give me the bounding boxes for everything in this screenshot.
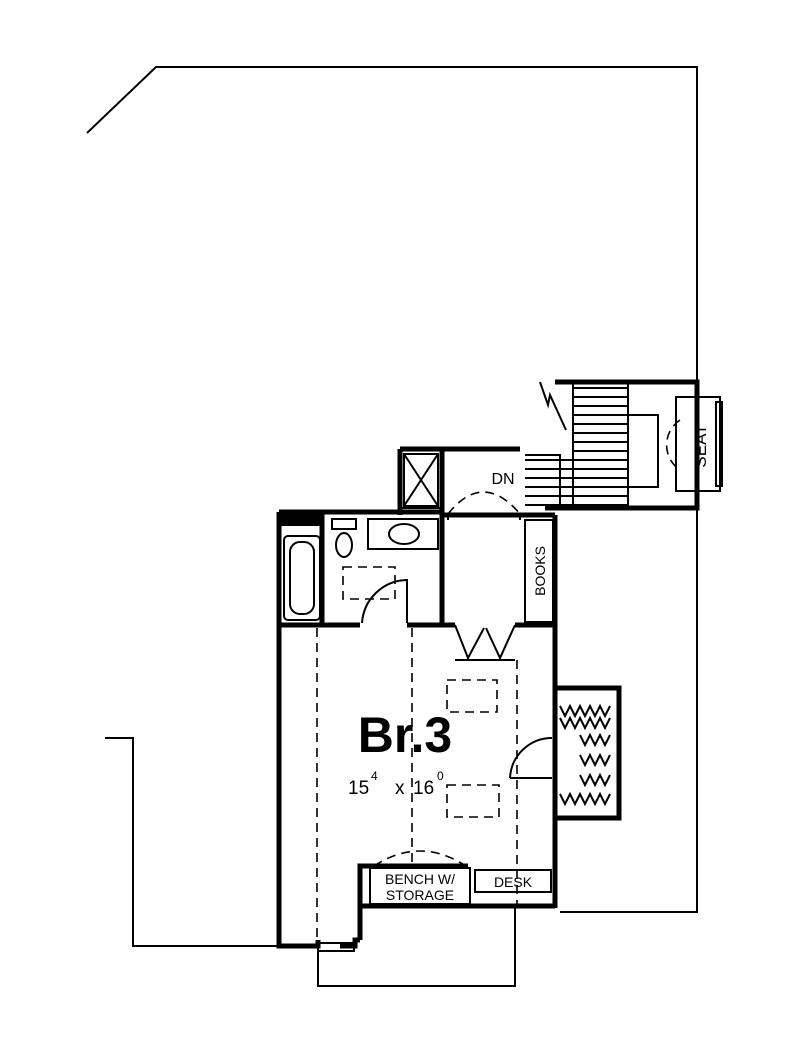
bench-label-line2: STORAGE xyxy=(386,887,454,903)
stair xyxy=(525,381,659,510)
books-label: BOOKS xyxy=(532,546,548,596)
window-seat: SEAT xyxy=(665,396,723,492)
chase-box xyxy=(403,453,439,507)
walk-in-closet xyxy=(509,685,622,821)
bedroom-walls xyxy=(276,509,558,949)
closet xyxy=(442,622,555,661)
roof-outline xyxy=(86,66,698,987)
room-dimensions: 15 4 x 16 0 xyxy=(348,769,444,799)
dormer-lines xyxy=(316,628,518,946)
bathroom xyxy=(279,512,445,628)
bench-with-storage: BENCH W/ STORAGE xyxy=(369,867,471,905)
bench-label-line1: BENCH W/ xyxy=(385,871,455,887)
room-width-ft: 15 xyxy=(348,778,369,799)
hanging-rod-side xyxy=(579,732,611,748)
room-depth-in: 0 xyxy=(437,769,444,783)
room-dimension-separator: x xyxy=(395,778,405,799)
room-name: Br.3 xyxy=(358,707,453,763)
hanging-rod-top xyxy=(559,703,611,719)
desk: DESK xyxy=(474,869,552,893)
hall-door-arc xyxy=(447,491,521,515)
bottom-window xyxy=(317,942,355,952)
stair-hall xyxy=(397,379,700,518)
bookshelf: BOOKS xyxy=(524,519,554,623)
room-width-in: 4 xyxy=(371,769,378,783)
seat-label: SEAT xyxy=(691,424,710,467)
room-depth-ft: 16 xyxy=(413,778,434,799)
hanging-rod-bottom xyxy=(559,791,611,807)
desk-label: DESK xyxy=(494,874,533,890)
stair-direction-label: DN xyxy=(491,471,514,488)
